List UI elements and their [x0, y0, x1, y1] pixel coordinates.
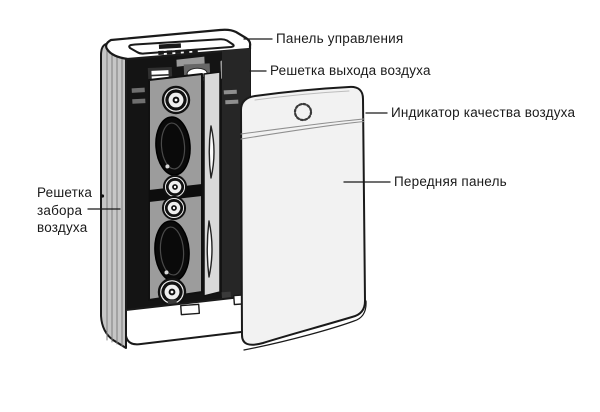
control-button — [158, 50, 164, 55]
filter-latch — [161, 85, 191, 115]
main-unit-illustration — [100, 28, 252, 349]
filter-latch — [162, 174, 188, 200]
filter-assembly — [148, 73, 203, 307]
control-panel-part — [105, 28, 252, 61]
label-air-intake-line-3: воздуха — [37, 220, 88, 235]
label-air-intake-grille: Решетка забора воздуха — [37, 184, 92, 237]
air-quality-indicator-part — [293, 102, 313, 122]
label-air-intake-line-1: Решетка — [37, 185, 93, 200]
label-air-quality-indicator: Индикатор качества воздуха — [391, 105, 576, 120]
callout-lines — [87, 38, 391, 210]
label-air-intake-line-2: забора — [37, 202, 83, 218]
inner-strip — [203, 71, 221, 297]
label-air-outlet-grille: Решетка выхода воздуха — [270, 63, 431, 78]
filter-latch — [161, 195, 187, 221]
control-button — [183, 49, 190, 54]
control-display — [158, 43, 182, 49]
air-intake-grille-part — [100, 43, 127, 349]
front-panel-illustration — [240, 85, 367, 351]
label-front-panel: Передняя панель — [394, 174, 507, 189]
control-button — [175, 49, 181, 55]
label-control-panel: Панель управления — [276, 31, 404, 46]
control-button — [192, 48, 198, 54]
vent-slots-left — [131, 87, 146, 104]
control-button — [166, 50, 173, 55]
